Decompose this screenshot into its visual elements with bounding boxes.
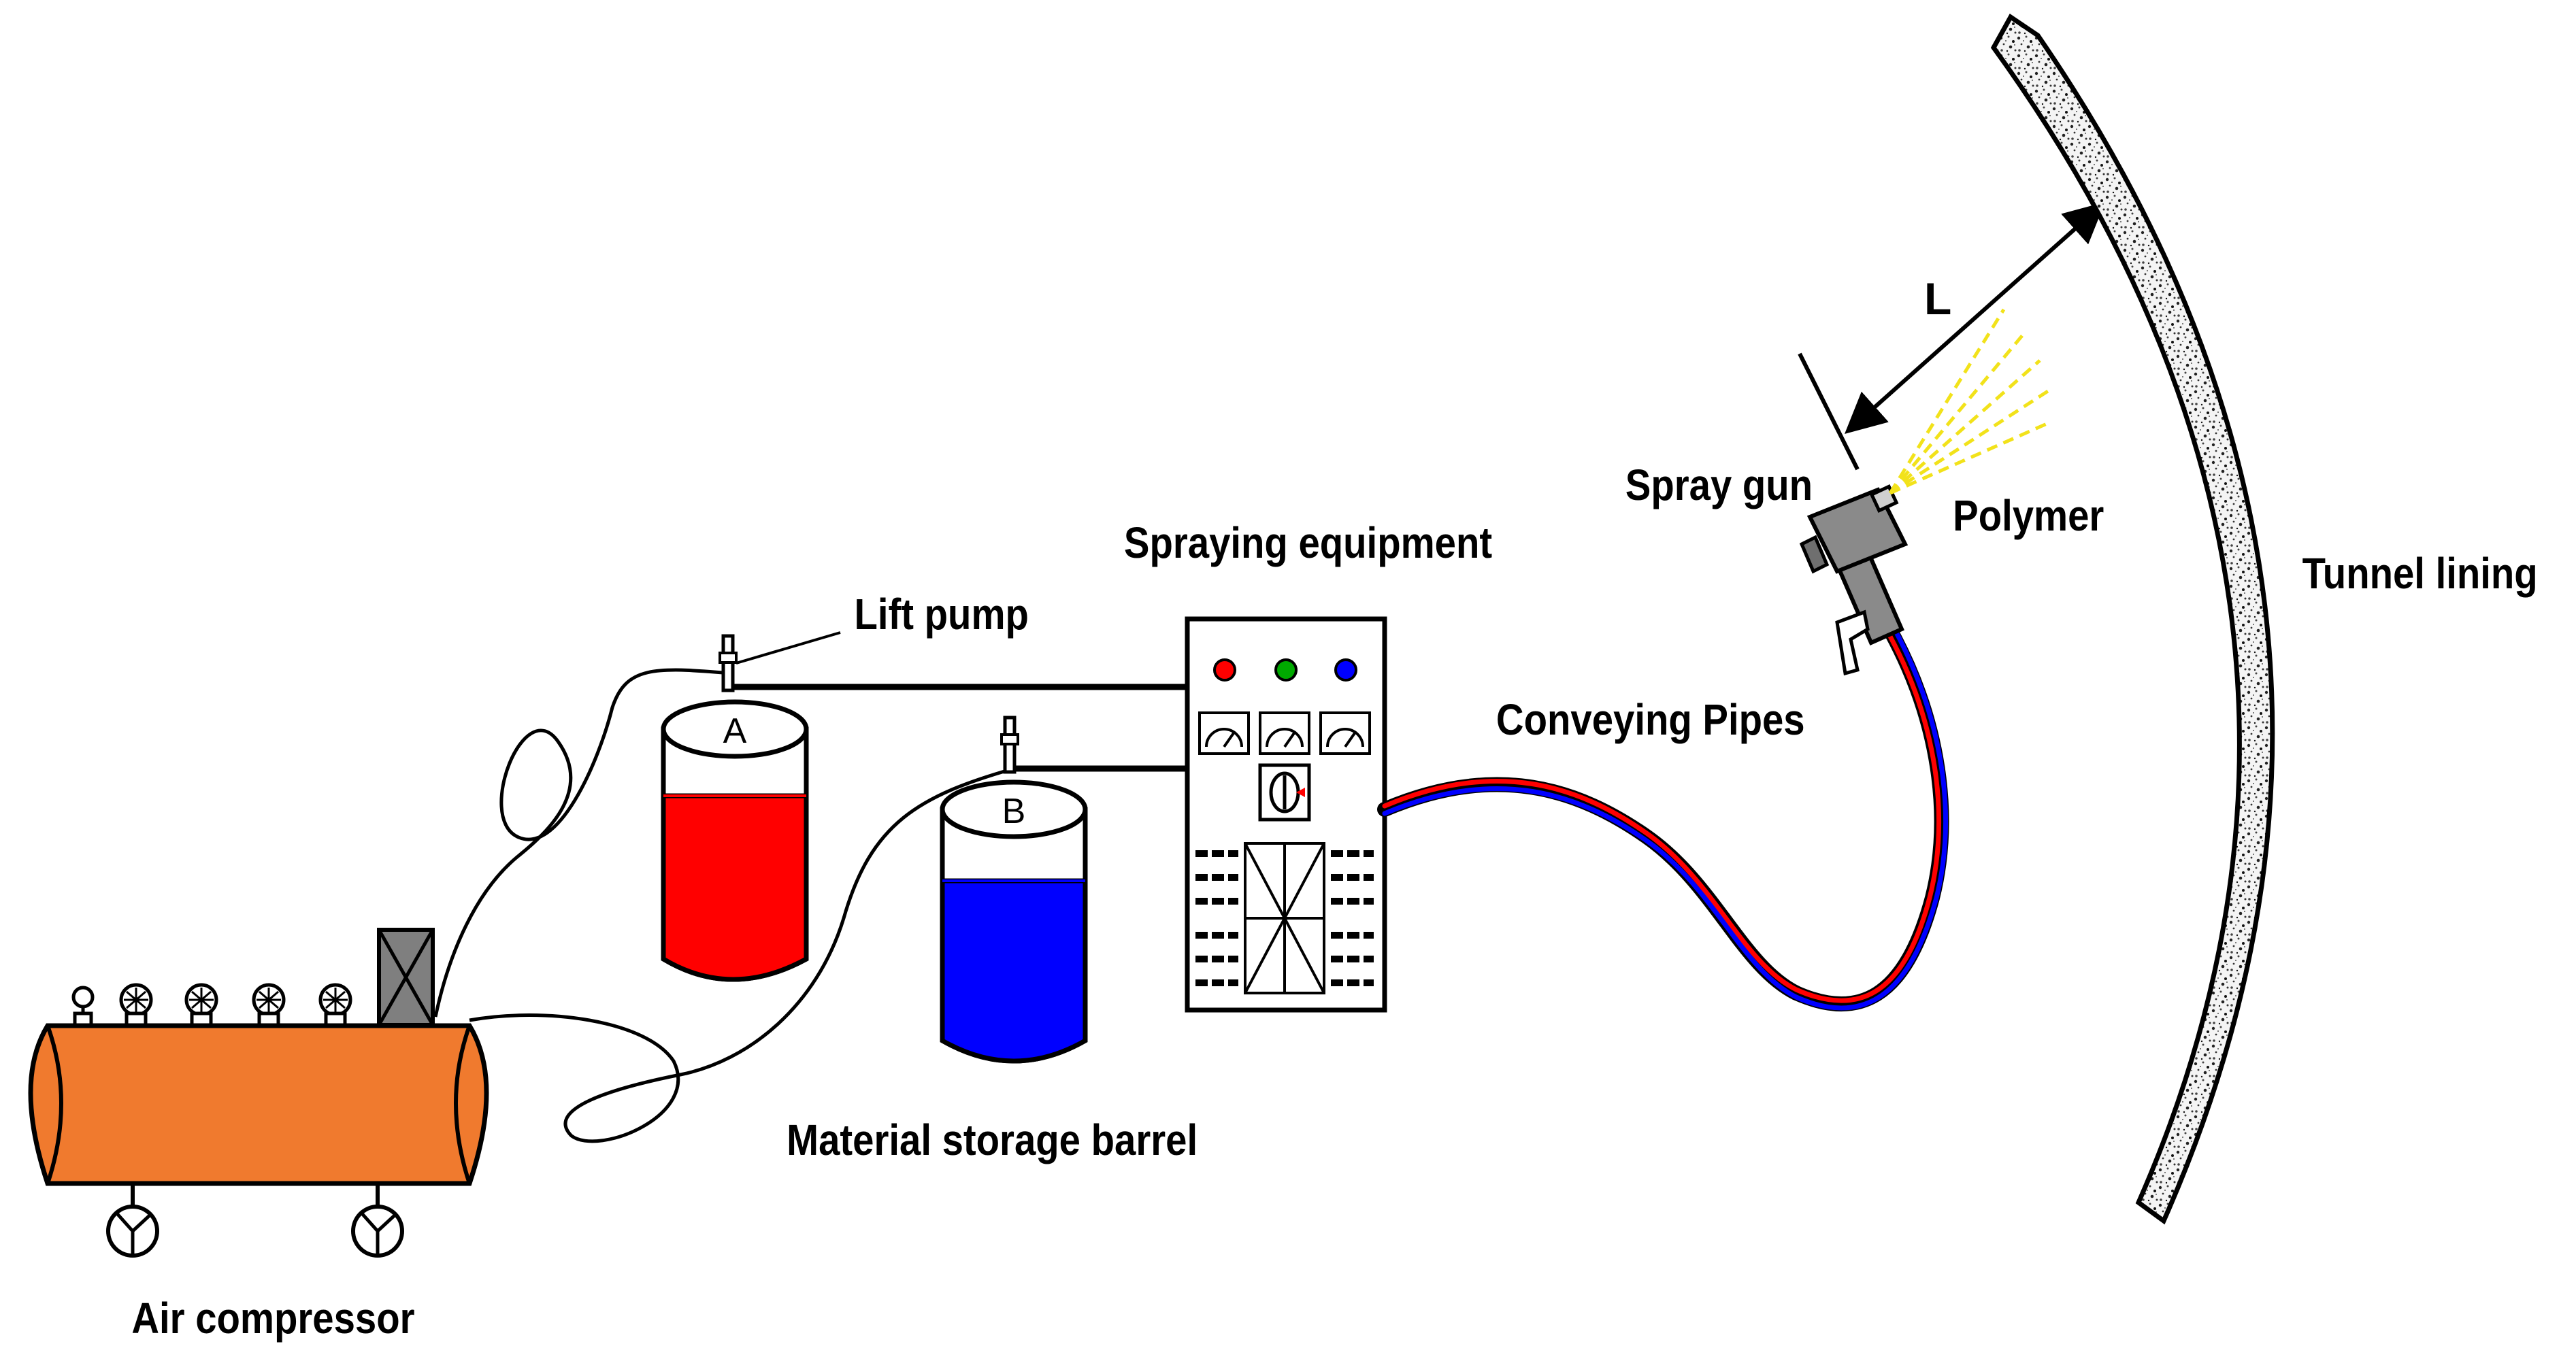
polymer-spray-mist [1888, 308, 2053, 495]
barrel-a: A [661, 634, 809, 982]
feed-lines [733, 684, 1187, 772]
compressor-tank [28, 1023, 489, 1186]
indicator-light-red [1213, 658, 1236, 682]
barrel-a-letter: A [723, 711, 747, 751]
compressor-wheels [106, 1183, 404, 1258]
conveying-pipes [1377, 625, 1949, 1012]
indicator-light-blue [1334, 658, 1357, 682]
distance-dimension [1798, 202, 2105, 471]
label-tunnel-lining: Tunnel lining [2302, 549, 2538, 598]
spraying-equipment [1185, 616, 1387, 1013]
label-spray-gun: Spray gun [1625, 460, 1813, 509]
label-lift-pump: Lift pump [854, 590, 1028, 639]
label-air-compressor: Air compressor [131, 1294, 414, 1343]
barrel-a-liquid [661, 793, 809, 982]
label-polymer: Polymer [1953, 491, 2104, 540]
air-hoses [433, 668, 1014, 1143]
spray-gun [1799, 484, 1909, 676]
barrel-b-liquid [940, 878, 1088, 1064]
indicator-light-green [1274, 658, 1298, 682]
label-spraying-equipment: Spraying equipment [1124, 518, 1492, 567]
vent-grill [1195, 842, 1374, 994]
lift-pump-leader [736, 631, 841, 665]
label-distance-l: L [1924, 273, 1951, 324]
air-compressor [28, 928, 489, 1258]
barrel-b: B [940, 716, 1088, 1064]
tunnel-lining [1990, 13, 2275, 1225]
barrel-b-letter: B [1002, 792, 1026, 831]
compressor-valves [71, 983, 352, 1028]
label-material-storage-barrel: Material storage barrel [787, 1115, 1198, 1164]
compressor-motor [377, 928, 435, 1027]
label-conveying-pipes: Conveying Pipes [1496, 695, 1805, 744]
pressure-gauges [1198, 711, 1371, 755]
control-knob [1258, 763, 1311, 822]
